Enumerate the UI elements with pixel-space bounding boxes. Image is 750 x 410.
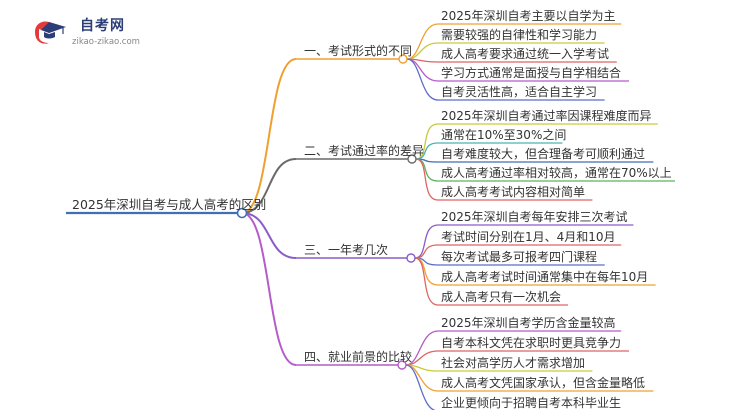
leaf-topic: 企业更倾向于招聘自考本科毕业生 [441, 396, 622, 410]
branch-node [406, 253, 416, 263]
branch-node [398, 54, 408, 64]
leaf-topic: 成人高考只有一次机会 [441, 290, 562, 304]
branch-topic: 四、就业前景的比较 [304, 350, 413, 364]
site-logo[interactable]: 自考网 zikao-zikao.com [32, 16, 142, 52]
leaf-topic: 考试时间分别在1月、4月和10月 [441, 230, 616, 244]
branch-node [397, 360, 407, 370]
leaf-topic: 成人高考要求通过统一入学考试 [441, 47, 610, 61]
leaf-connector [415, 158, 439, 201]
leaf-topic: 2025年深圳自考主要以自学为主 [441, 9, 616, 23]
leaf-topic: 每次考试最多可报考四门课程 [441, 250, 598, 264]
leaf-connector [414, 257, 439, 306]
leaf-topic: 自考灵活性高，适合自主学习 [441, 85, 598, 99]
logo-url: zikao-zikao.com [72, 37, 140, 47]
leaf-topic: 自考本科文凭在求职时更具竞争力 [441, 336, 622, 350]
branch-connector [241, 58, 297, 214]
branch-connector [241, 212, 297, 366]
branch-topic: 一、考试形式的不同 [304, 44, 413, 58]
leaf-topic: 社会对高学历人才需求增加 [441, 356, 586, 370]
branch-connector [241, 212, 297, 259]
leaf-topic: 需要较强的自律性和学习能力 [441, 28, 598, 42]
leaf-topic: 2025年深圳自考学历含金量较高 [441, 316, 616, 330]
leaf-topic: 学习方式通常是面授与自学相结合 [441, 66, 622, 80]
branch-topic: 三、一年考几次 [304, 243, 389, 257]
leaf-topic: 自考难度较大，但合理备考可顺利通过 [441, 147, 646, 161]
leaf-topic: 通常在10%至30%之间 [441, 128, 567, 142]
leaf-connector [406, 58, 439, 101]
leaf-topic: 成人高考考试时间通常集中在每年10月 [441, 270, 649, 284]
graduation-cap-icon [35, 21, 66, 44]
leaf-topic: 2025年深圳自考通过率因课程难度而异 [441, 109, 652, 123]
leaf-topic: 成人高考考试内容相对简单 [441, 185, 586, 199]
leaf-topic: 成人高考文凭国家承认，但含金量略低 [441, 376, 646, 390]
leaf-topic: 成人高考通过率相对较高，通常在70%以上 [441, 166, 672, 180]
leaf-topic: 2025年深圳自考每年安排三次考试 [441, 210, 628, 224]
root-node [236, 207, 248, 219]
root-topic: 2025年深圳自考与成人高考的区别 [72, 197, 267, 212]
logo-title: 自考网 [80, 18, 125, 34]
branch-topic: 二、考试通过率的差异 [304, 144, 425, 158]
branch-node [407, 154, 417, 164]
branch-connector [241, 158, 297, 214]
